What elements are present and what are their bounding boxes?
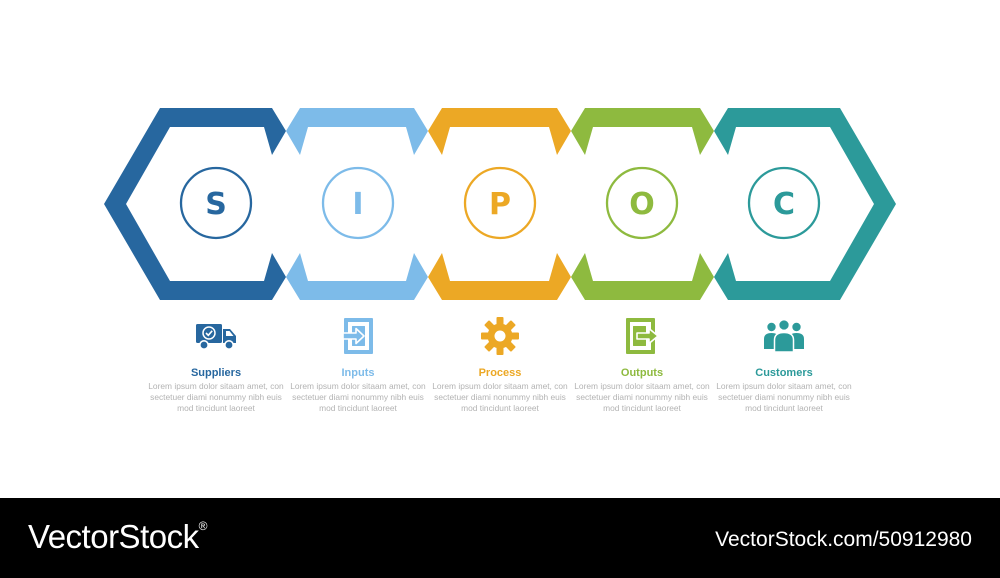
watermark-footer: VectorStock® VectorStock.com/50912980 (0, 498, 1000, 578)
step-description-suppliers: Lorem ipsum dolor sitaam amet, consectet… (148, 381, 284, 413)
step-outputs: Outputs Lorem ipsum dolor sitaam amet, c… (574, 312, 710, 414)
step-title-outputs: Outputs (620, 367, 664, 379)
step-title-inputs: Inputs (341, 367, 375, 379)
letter-badge-process: P (463, 166, 537, 240)
letter-i: I (352, 187, 363, 222)
people-group-icon (764, 318, 804, 353)
brand-name: VectorStock (28, 518, 199, 555)
input-door-icon (342, 318, 373, 354)
letter-c: C (773, 187, 795, 222)
step-title-customers: Customers (755, 367, 813, 379)
hexagon-process-top-link (428, 108, 571, 155)
letter-circle-process (463, 166, 537, 240)
hexagon-customers (714, 108, 896, 300)
letter-circle-customers (747, 166, 821, 240)
hexagon-suppliers (104, 108, 286, 300)
step-title-suppliers: Suppliers (190, 367, 242, 379)
vectorstock-logo: VectorStock® (28, 518, 207, 556)
image-credit: VectorStock.com/50912980 (715, 528, 972, 551)
hexagon-suppliers-top-half (104, 108, 286, 204)
hexagon-inputs-bottom-link (286, 253, 428, 300)
hexagon-suppliers-bottom-half (104, 204, 286, 300)
hexagon-inputs (286, 108, 428, 300)
letter-circle-inputs (321, 166, 395, 240)
letter-o: O (629, 187, 655, 222)
sipoc-hexagon-chain: S I P O C (104, 108, 896, 300)
letter-circle-outputs (605, 166, 679, 240)
hexagon-outputs (571, 108, 714, 300)
step-description-inputs: Lorem ipsum dolor sitaam amet, consectet… (290, 381, 426, 413)
hexagon-inputs-top-link (286, 108, 428, 155)
output-door-icon (626, 318, 659, 354)
hexagon-customers-bottom-half (714, 204, 896, 300)
step-process: Process Lorem ipsum dolor sitaam amet, c… (432, 312, 568, 414)
gear-icon (481, 317, 519, 355)
step-description-process: Lorem ipsum dolor sitaam amet, consectet… (432, 381, 568, 413)
step-customers: Customers Lorem ipsum dolor sitaam amet,… (716, 312, 852, 414)
delivery-truck-icon (196, 324, 236, 350)
letter-badge-customers: C (747, 166, 821, 240)
letter-circle-suppliers (179, 166, 253, 240)
hexagon-process-bottom-link (428, 253, 571, 300)
hexagon-customers-top-half (714, 108, 896, 204)
letter-p: P (489, 187, 511, 222)
step-title-process: Process (478, 367, 522, 379)
sipoc-infographic: S I P O C Suppliers Lorem (104, 108, 896, 414)
step-description-customers: Lorem ipsum dolor sitaam amet, consectet… (716, 381, 852, 413)
letter-badge-inputs: I (321, 166, 395, 240)
hexagon-outputs-bottom-link (571, 253, 714, 300)
registered-mark: ® (198, 519, 208, 533)
letter-badge-suppliers: S (179, 166, 253, 240)
step-inputs: Inputs Lorem ipsum dolor sitaam amet, co… (290, 312, 426, 414)
step-description-outputs: Lorem ipsum dolor sitaam amet, consectet… (574, 381, 710, 413)
hexagon-process (428, 108, 571, 300)
hexagon-outputs-top-link (571, 108, 714, 155)
step-suppliers: Suppliers Lorem ipsum dolor sitaam amet,… (148, 312, 284, 414)
letter-s: S (205, 187, 227, 222)
letter-badge-outputs: O (605, 166, 679, 240)
